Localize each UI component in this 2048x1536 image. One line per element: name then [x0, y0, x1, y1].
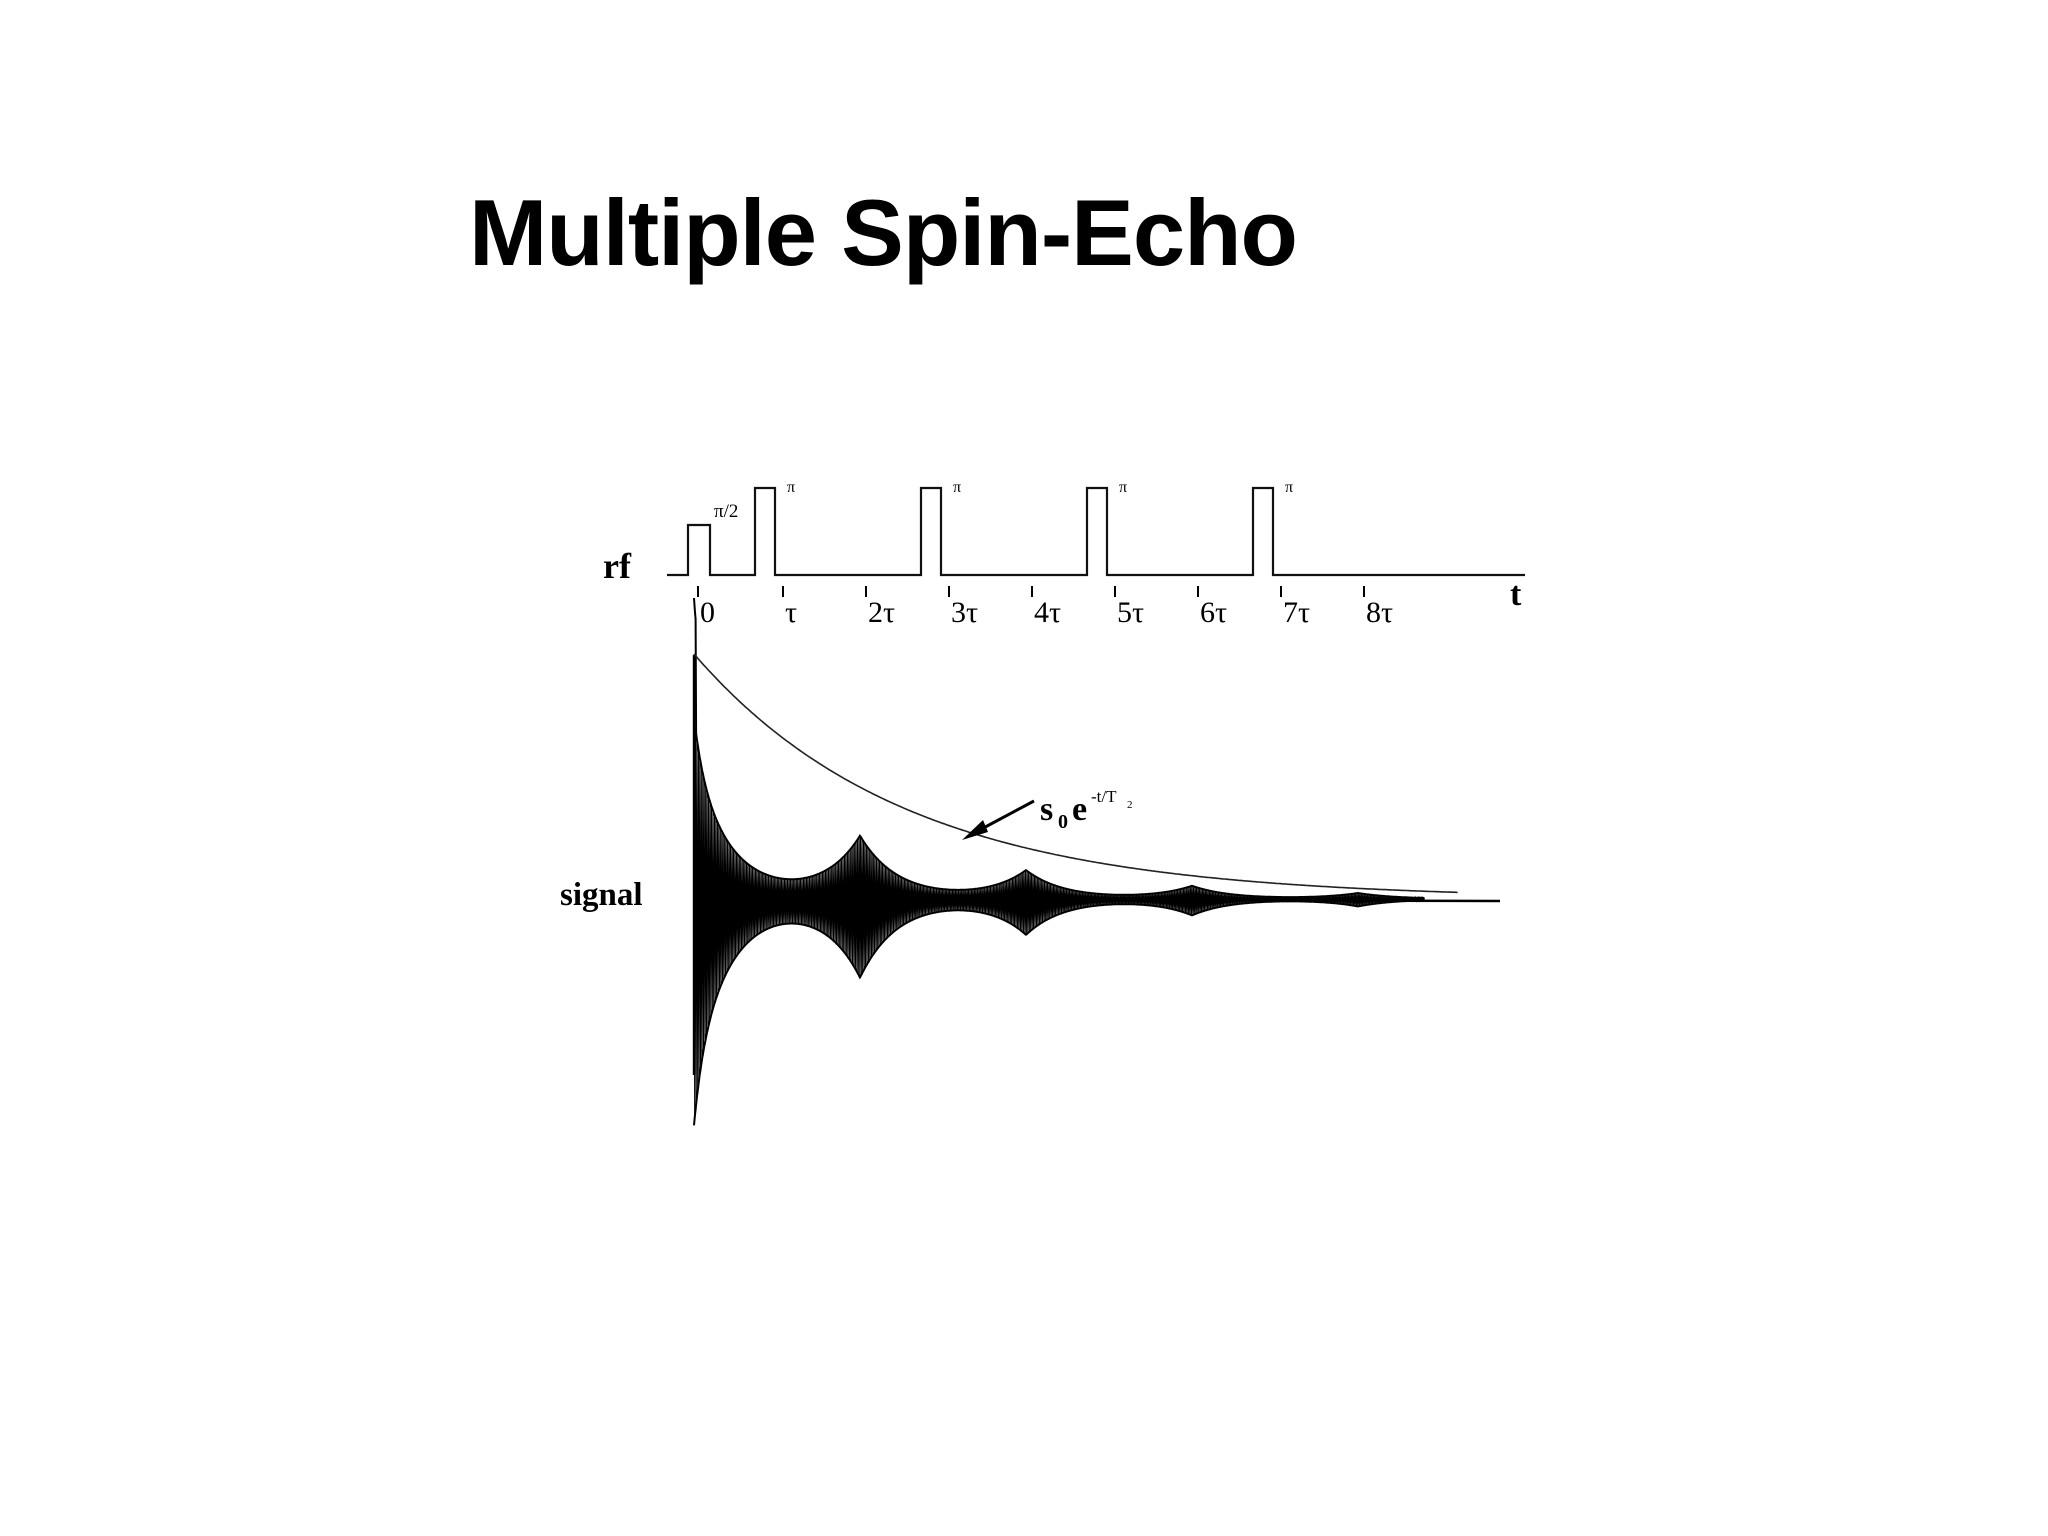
time-axis-label: t [1510, 576, 1522, 613]
tick-label-3: 3τ [951, 596, 978, 629]
tick-label-2: 2τ [868, 596, 895, 629]
tick-label-0: 0 [700, 596, 715, 629]
tick-label-5: 5τ [1117, 596, 1144, 629]
signal-upper-envelope [693, 598, 1425, 899]
rf-row-label: rf [603, 546, 632, 586]
formula-e: e [1072, 791, 1087, 828]
signal-trace [692, 598, 1501, 1126]
signal-oscillation [693, 716, 1425, 1118]
signal-row-label: signal [560, 877, 643, 913]
signal-baseline [693, 897, 1501, 903]
pulse-label-4: π [1285, 479, 1293, 496]
formula-exponent-subscript: 2 [1127, 799, 1133, 811]
formula-s: s [1040, 791, 1053, 828]
pulse-labels: π/2 π π π π [714, 479, 1293, 522]
tick-label-8: 8τ [1366, 596, 1393, 629]
signal-lower-envelope [693, 899, 1425, 1126]
tick-label-7: 7τ [1283, 596, 1310, 629]
rf-pulse-train [667, 486, 1525, 577]
pulse-label-3: π [1119, 479, 1127, 496]
envelope-annotation-arrow [962, 799, 1035, 840]
tick-label-6: 6τ [1200, 596, 1227, 629]
tick-label-1: τ [785, 596, 797, 629]
tick-label-4: 4τ [1034, 596, 1061, 629]
time-ticks: 0 τ 2τ 3τ 4τ 5τ 6τ 7τ 8τ [697, 586, 1393, 629]
formula-exponent: -t/T [1091, 787, 1117, 806]
slide-title: Multiple Spin-Echo [469, 180, 1298, 285]
formula-s-subscript: 0 [1058, 811, 1068, 833]
pulse-label-1: π [787, 479, 795, 496]
envelope-formula: s 0 e -t/T 2 [1040, 787, 1133, 833]
pulse-label-2: π [953, 479, 961, 496]
t2-decay-envelope [693, 653, 1458, 894]
pulse-label-0: π/2 [714, 501, 738, 522]
